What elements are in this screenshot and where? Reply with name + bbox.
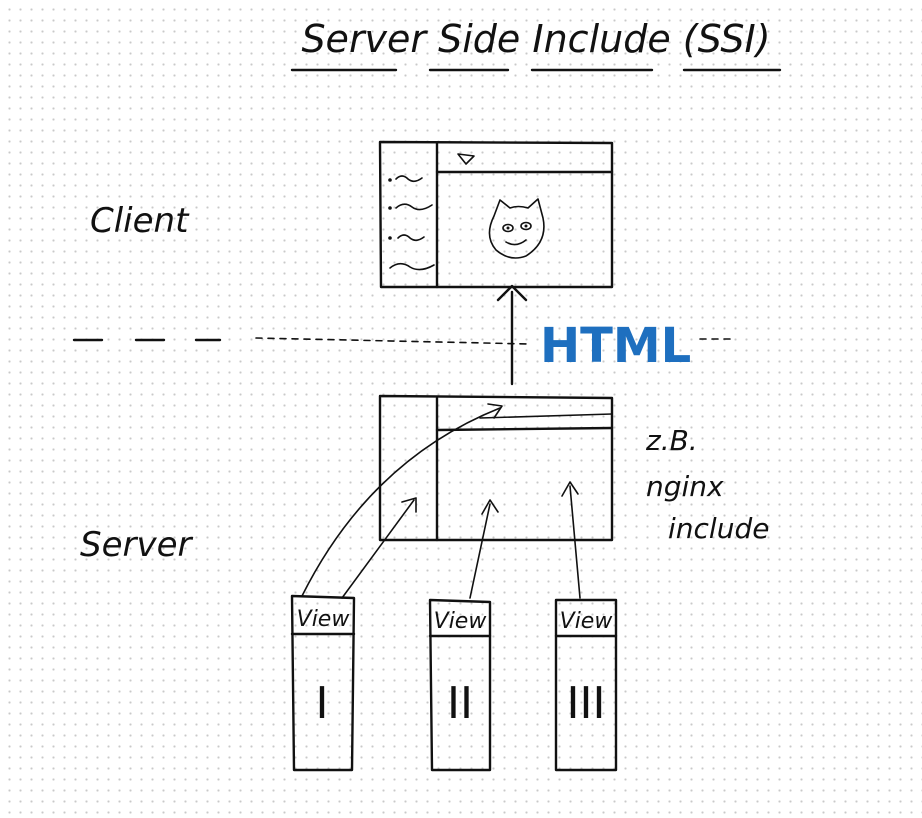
view-3-header: View bbox=[560, 609, 614, 634]
nginx-note: z.B. nginx include bbox=[645, 424, 769, 545]
cat-face-icon bbox=[488, 198, 545, 259]
view-3-roman: III bbox=[567, 678, 606, 729]
view-fragment-3: View III bbox=[554, 598, 618, 772]
client-sidebar-nav-icon bbox=[388, 175, 435, 271]
note-zb: z.B. bbox=[645, 424, 698, 457]
server-header-line bbox=[435, 426, 614, 432]
client-server-boundary bbox=[72, 337, 733, 345]
view-fragment-2: View II bbox=[428, 598, 492, 772]
view-fragment-1: View I bbox=[290, 594, 356, 772]
view-1-roman: I bbox=[316, 678, 329, 729]
server-composed-page bbox=[378, 394, 614, 542]
view-2-roman: II bbox=[447, 678, 473, 729]
server-label: Server bbox=[80, 525, 194, 565]
html-label: HTML bbox=[540, 318, 691, 374]
arrow-to-client bbox=[496, 284, 528, 386]
client-browser-window bbox=[378, 140, 614, 289]
view-2-header: View bbox=[434, 609, 488, 634]
note-nginx: nginx bbox=[646, 470, 724, 503]
client-toolbar-triangle-icon bbox=[457, 153, 475, 165]
include-arrows bbox=[301, 403, 581, 599]
diagram-title: Server Side Include (SSI) bbox=[301, 17, 770, 61]
view-1-header: View bbox=[297, 607, 351, 632]
client-label: Client bbox=[90, 201, 190, 241]
note-include: include bbox=[668, 512, 769, 545]
